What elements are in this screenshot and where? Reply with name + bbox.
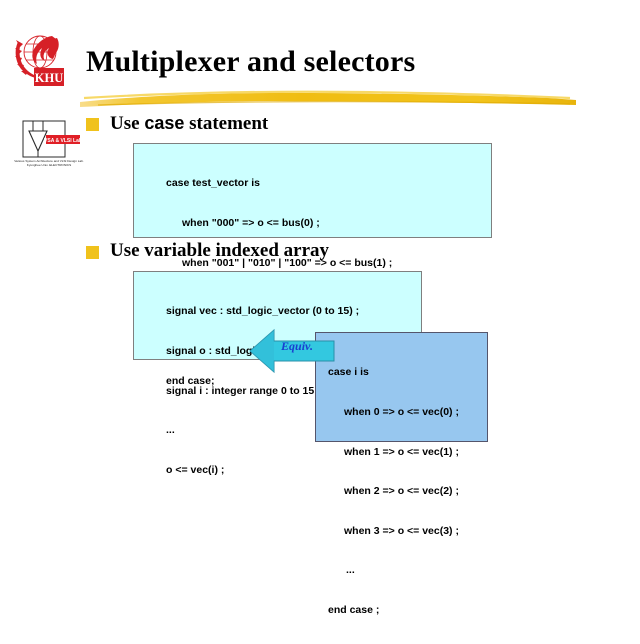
page-title: Multiplexer and selectors (86, 45, 416, 78)
code3-line-6: ... (346, 564, 355, 577)
equivalence-arrow-icon (248, 327, 338, 377)
lab-logo-graphic: VSA & VLSI Lab (22, 120, 82, 158)
lab-logo-badge-text: VSA & VLSI Lab (44, 138, 82, 144)
lab-logo-badge (46, 135, 80, 144)
code3-line-7: end case ; (328, 604, 380, 617)
khu-logo-graphic: KHU (15, 35, 64, 86)
code1-line-3: when "001" | "010" | "100" => o <= bus(1… (182, 256, 393, 269)
bullet-1-keyword: case (144, 113, 185, 133)
bullet-2-pre: Use variable indexed array (110, 240, 330, 261)
code2-line-5: o <= vec(i) ; (166, 463, 225, 476)
code3-line-5: when 3 => o <= vec(3) ; (344, 524, 459, 537)
code1-line-1: case test_vector is (166, 177, 260, 190)
bullet-square-icon (86, 245, 99, 259)
code2-line-4: ... (166, 424, 175, 437)
brush-stroke-graphic (80, 90, 576, 107)
khu-logo-wordmark: KHU (35, 71, 63, 85)
code-block-case-index: case i is when 0 => o <= vec(0) ; when 1… (315, 332, 488, 616)
code3-line-4: when 2 => o <= vec(2) ; (344, 485, 459, 498)
bullet-1-post: statement (184, 113, 269, 134)
code2-line-1: signal vec : std_logic_vector (0 to 15) … (166, 305, 360, 318)
bullet-square-icon (86, 118, 99, 131)
code-block-case-statement: case test_vector is when "000" => o <= b… (133, 143, 492, 387)
code3-line-3: when 1 => o <= vec(1) ; (344, 445, 459, 458)
bullet-item-1: Use case statement (86, 112, 268, 135)
bullet-2-text: Use variable indexed array (110, 240, 329, 262)
lab-caption: Various System Architecture and VLSI Des… (14, 159, 84, 168)
code3-line-2: when 0 => o <= vec(0) ; (344, 406, 459, 419)
equivalence-label: Equiv. (281, 339, 313, 353)
code2-line-3: signal i : integer range 0 to 15 ; (166, 384, 321, 397)
code1-line-6: end case; (166, 375, 215, 388)
title-underline-brush (78, 88, 578, 110)
khu-logo: KHU (12, 26, 74, 88)
lab-logo: VSA & VLSI Lab (12, 118, 86, 180)
code3-line-1: case i is (328, 366, 369, 379)
code1-line-2: when "000" => o <= bus(0) ; (182, 217, 320, 230)
bullet-1-pre: Use (110, 113, 145, 134)
bullet-1-text: Use case statement (110, 112, 268, 135)
equivalence-arrow-graphic (249, 328, 335, 374)
code2-line-2: signal o : std_logic ; (166, 345, 268, 358)
bullet-item-2: Use variable indexed array (86, 240, 329, 262)
slide-canvas: KHU VSA & VLSI Lab Various System Archit… (12, 26, 578, 617)
